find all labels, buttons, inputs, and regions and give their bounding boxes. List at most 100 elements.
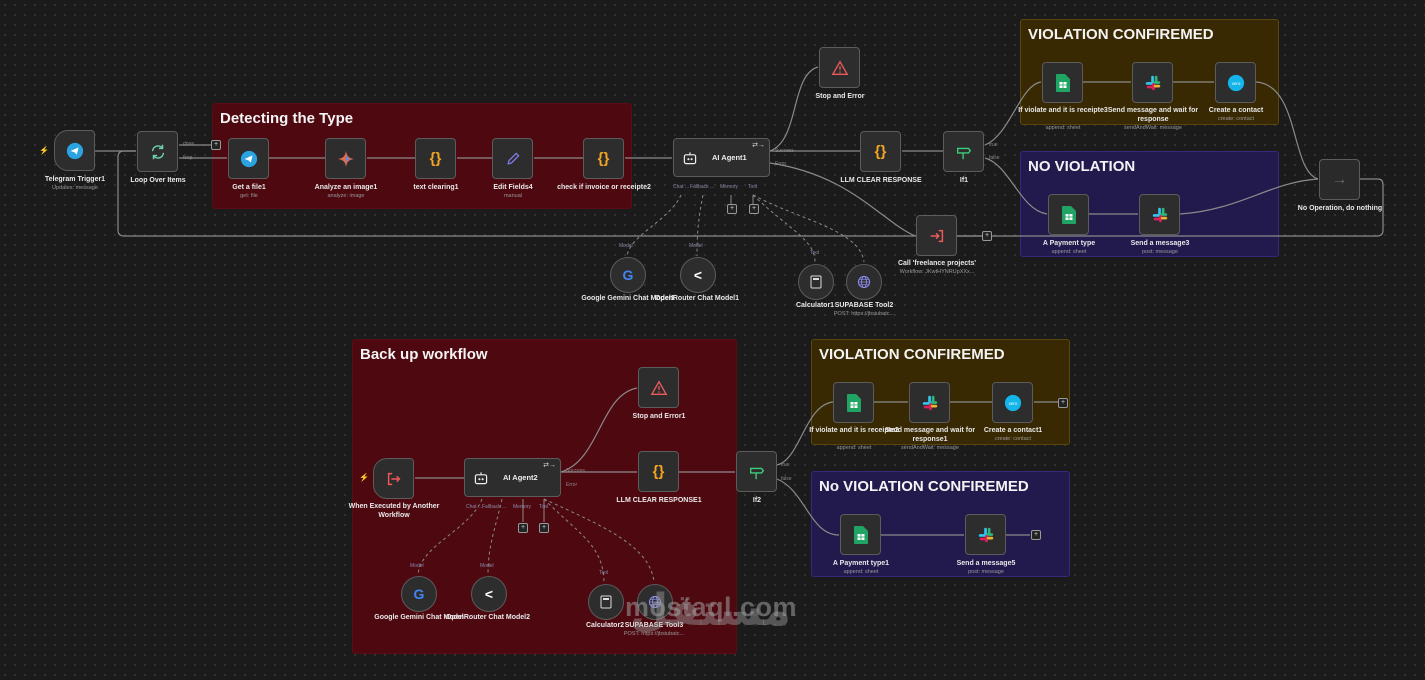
node-subtitle: append: sheet bbox=[843, 569, 879, 575]
gemini-icon bbox=[337, 150, 355, 168]
node-ai-agent2[interactable]: AI Agent2 ⇄→ bbox=[464, 458, 561, 497]
node-if-violate2[interactable] bbox=[833, 382, 874, 423]
xero-icon: xero bbox=[1004, 394, 1022, 412]
output-label: Error bbox=[566, 482, 578, 488]
node-payment-type1[interactable] bbox=[840, 514, 881, 555]
arrow-right-icon: → bbox=[1331, 170, 1348, 188]
add-node-button[interactable]: + bbox=[1058, 398, 1068, 408]
port-label: Fallback ... bbox=[690, 184, 715, 190]
node-get-file[interactable] bbox=[228, 138, 269, 179]
sheets-icon bbox=[1055, 73, 1070, 92]
node-subtitle: post: message bbox=[1142, 249, 1178, 255]
output-label: Error bbox=[775, 161, 787, 167]
node-if2[interactable] bbox=[736, 451, 777, 492]
node-calculator2[interactable] bbox=[588, 584, 624, 620]
node-subtitle: append: sheet bbox=[1045, 125, 1081, 131]
port-label: Tool bbox=[810, 250, 820, 256]
node-if-violate3[interactable] bbox=[1042, 62, 1083, 103]
node-loop-over-items[interactable] bbox=[137, 131, 178, 172]
node-label: A Payment type1 bbox=[832, 560, 890, 567]
pencil-icon bbox=[505, 151, 521, 167]
add-node-button[interactable]: + bbox=[211, 140, 221, 150]
node-no-operation[interactable]: → bbox=[1319, 159, 1360, 200]
warning-icon bbox=[650, 379, 668, 397]
node-google-gemini-chat-model1[interactable]: G bbox=[610, 257, 646, 293]
add-node-button[interactable]: + bbox=[982, 231, 992, 241]
google-icon: G bbox=[622, 267, 634, 283]
node-create-contact[interactable]: xero bbox=[1215, 62, 1256, 103]
add-memory-button[interactable]: + bbox=[518, 523, 528, 533]
node-create-contact1[interactable]: xero bbox=[992, 382, 1033, 423]
node-llm-clear-response[interactable]: {} bbox=[860, 131, 901, 172]
trigger-bolt-icon: ⚡ bbox=[39, 146, 49, 155]
node-stop-and-error[interactable] bbox=[819, 47, 860, 88]
port-label: Tool bbox=[539, 504, 549, 510]
node-call-freelance-projects[interactable] bbox=[916, 215, 957, 256]
port-label: Tool bbox=[748, 184, 758, 190]
node-label: Google Gemini Chat Model1 bbox=[581, 295, 675, 302]
flow-icon: ⇄→ bbox=[752, 142, 765, 149]
globe-icon bbox=[648, 595, 662, 609]
node-subtitle: post: message bbox=[968, 569, 1004, 575]
node-label: A Payment type bbox=[1042, 240, 1096, 247]
node-label: AI Agent1 bbox=[712, 153, 747, 162]
node-when-executed-by-another-workflow[interactable] bbox=[373, 458, 414, 499]
node-subtitle: POST: https://jbsiubatc... bbox=[833, 311, 895, 317]
node-payment-type[interactable] bbox=[1048, 194, 1089, 235]
node-label: Send message and wait for response1 bbox=[884, 427, 976, 443]
node-stop-and-error1[interactable] bbox=[638, 367, 679, 408]
node-label: Stop and Error bbox=[815, 93, 865, 100]
code-icon: {} bbox=[597, 150, 610, 167]
node-send-and-wait[interactable] bbox=[1132, 62, 1173, 103]
node-send-message3[interactable] bbox=[1139, 194, 1180, 235]
sticky-title: VIOLATION CONFIREMED bbox=[819, 346, 1005, 363]
svg-text:xero: xero bbox=[1008, 400, 1017, 405]
robot-icon bbox=[473, 470, 489, 486]
node-label: Edit Fields4 bbox=[493, 184, 533, 191]
globe-icon bbox=[857, 275, 871, 289]
port-label: Tool bbox=[599, 570, 609, 576]
node-subtitle: POST: https://jbsiubatc... bbox=[623, 631, 685, 637]
watermark: mostaql.com bbox=[625, 592, 798, 622]
sign-in-icon bbox=[928, 227, 946, 245]
node-supabase-tool2[interactable] bbox=[846, 264, 882, 300]
node-openrouter-chat-model1[interactable]: < bbox=[680, 257, 716, 293]
port-label: Fallback ... bbox=[482, 504, 507, 510]
node-label: Get a file1 bbox=[232, 184, 266, 191]
node-telegram-trigger[interactable] bbox=[54, 130, 95, 171]
node-subtitle: manual bbox=[503, 193, 523, 199]
node-check-invoice[interactable]: {} bbox=[583, 138, 624, 179]
sheets-icon bbox=[1061, 205, 1076, 224]
node-label: check if invoice or receipte2 bbox=[557, 184, 651, 191]
warning-icon bbox=[831, 59, 849, 77]
output-label: true bbox=[781, 462, 790, 468]
add-tool-button[interactable]: + bbox=[749, 204, 759, 214]
node-analyze-image[interactable] bbox=[325, 138, 366, 179]
port-label: Memory bbox=[720, 184, 739, 190]
node-if1[interactable] bbox=[943, 131, 984, 172]
node-text-clearing[interactable]: {} bbox=[415, 138, 456, 179]
node-label: LLM CLEAR RESPONSE bbox=[840, 177, 922, 184]
add-node-button[interactable]: + bbox=[1031, 530, 1041, 540]
node-edit-fields[interactable] bbox=[492, 138, 533, 179]
calculator-icon bbox=[810, 275, 822, 289]
add-tool-button[interactable]: + bbox=[539, 523, 549, 533]
node-supabase-tool3[interactable] bbox=[637, 584, 673, 620]
node-subtitle: analyze: image bbox=[327, 193, 365, 199]
openrouter-icon: < bbox=[693, 267, 703, 283]
node-label: If2 bbox=[752, 497, 762, 504]
node-openrouter-chat-model2[interactable]: < bbox=[471, 576, 507, 612]
node-ai-agent1[interactable]: AI Agent1 ⇄→ bbox=[673, 138, 770, 177]
svg-text:xero: xero bbox=[1231, 80, 1240, 85]
signpost-icon bbox=[955, 143, 973, 161]
google-icon: G bbox=[413, 586, 425, 602]
node-send-and-wait1[interactable] bbox=[909, 382, 950, 423]
add-memory-button[interactable]: + bbox=[727, 204, 737, 214]
node-calculator1[interactable] bbox=[798, 264, 834, 300]
node-llm-clear-response1[interactable]: {} bbox=[638, 451, 679, 492]
node-google-gemini-chat-model[interactable]: G bbox=[401, 576, 437, 612]
code-icon: {} bbox=[429, 150, 442, 167]
node-send-message5[interactable] bbox=[965, 514, 1006, 555]
output-label: true bbox=[989, 142, 998, 148]
code-icon: {} bbox=[874, 143, 887, 160]
